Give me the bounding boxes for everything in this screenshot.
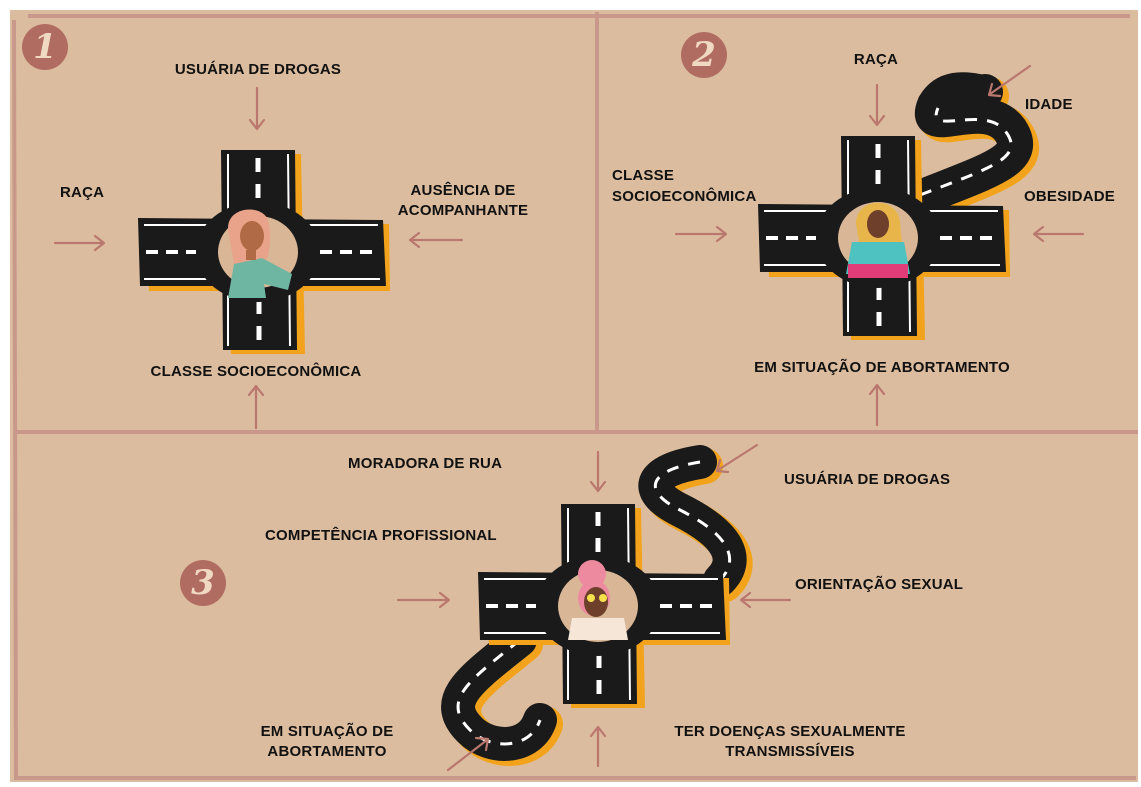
panel-1-label-left: RAÇA — [60, 183, 104, 203]
panel-3-label-right: ORIENTAÇÃO SEXUAL — [795, 575, 963, 595]
panel-1-number-badge: 1 — [22, 24, 68, 70]
panel-3-label-top: MORADORA DE RUA — [348, 454, 502, 474]
panel-3-label-bottom-left: EM SITUAÇÃO DE ABORTAMENTO — [232, 722, 422, 762]
panel-3-label-top-right: USUÁRIA DE DROGAS — [784, 470, 950, 490]
panel-2-label-top-right: IDADE — [1025, 95, 1073, 115]
panel-2-label-left: CLASSE SOCIOECONÔMICA — [612, 165, 756, 207]
panel-1-label-right: AUSÊNCIA DE ACOMPANHANTE — [378, 181, 548, 221]
panel-2-label-bottom: EM SITUAÇÃO DE ABORTAMENTO — [722, 358, 1042, 378]
panel-3-label-bottom-right: TER DOENÇAS SEXUALMENTE TRANSMISSÍVEIS — [640, 722, 940, 762]
panel-2-number-badge: 2 — [681, 32, 727, 78]
panel-1-label-top: USUÁRIA DE DROGAS — [130, 60, 386, 80]
panel-2-label-top: RAÇA — [826, 50, 926, 70]
panel-3-number-badge: 3 — [180, 560, 226, 606]
panel-1-label-bottom: CLASSE SOCIOECONÔMICA — [120, 362, 392, 382]
panel-3-label-left: COMPETÊNCIA PROFISSIONAL — [265, 526, 497, 546]
panel-2-label-right: OBESIDADE — [1024, 187, 1115, 207]
